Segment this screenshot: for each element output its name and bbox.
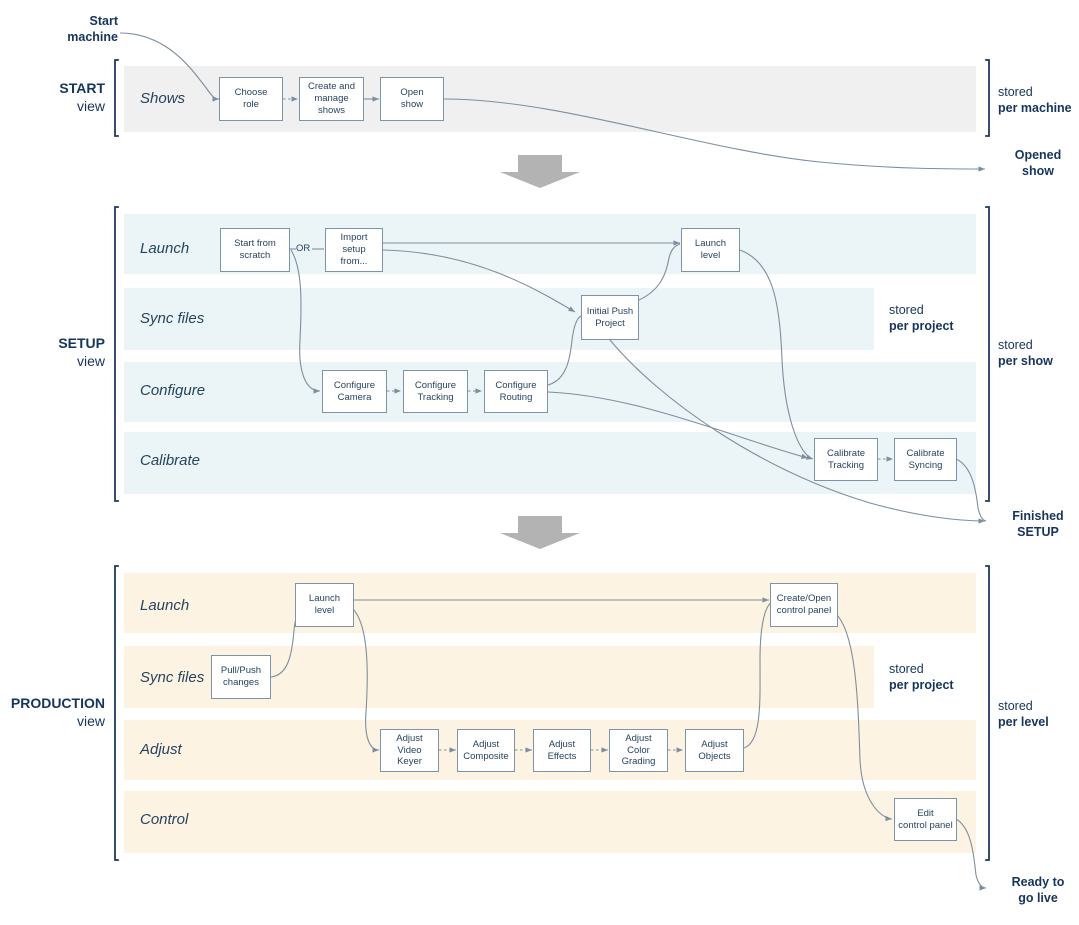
lane-label-shows: Shows — [140, 90, 186, 107]
chevron-start-to-setup — [500, 155, 580, 188]
lane-setup-configure — [124, 362, 976, 422]
bracket-stored-per-level — [985, 565, 990, 861]
lane-label-production-adjust: Adjust — [140, 741, 182, 758]
note-stored-per-level: stored per level — [998, 698, 1049, 731]
edge-launch-level-to-calibrate-tracking — [739, 249, 814, 460]
lane-label-setup-configure: Configure — [140, 382, 206, 399]
note-production-stored-per-project: stored per project — [889, 661, 954, 694]
stage-name-setup: SETUP — [58, 335, 105, 351]
note-line-2: per show — [998, 354, 1053, 369]
note-stored-per-show: stored per show — [998, 337, 1053, 370]
note-line-2: per machine — [998, 101, 1072, 116]
note-line-1: stored — [998, 338, 1033, 352]
lane-label-setup-sync-files: Sync files — [140, 310, 205, 327]
edge-create-open-panel-to-edit-panel — [833, 611, 893, 822]
callout-line-2: go live — [1018, 890, 1058, 905]
lane-production-control — [124, 791, 976, 853]
stage-title-production: PRODUCTION view — [0, 695, 105, 730]
stage-name-production: PRODUCTION — [10, 695, 105, 711]
note-stored-per-machine: stored per machine — [998, 84, 1072, 117]
callout-start-machine: Start machine — [0, 14, 118, 45]
note-line-2: per project — [889, 678, 954, 693]
lane-label-production-launch: Launch — [140, 597, 190, 614]
note-line-1: stored — [889, 662, 924, 676]
stage-view-production: view — [76, 712, 105, 729]
note-line-1: stored — [998, 85, 1033, 99]
chevron-setup-to-production — [500, 516, 580, 549]
stage-title-setup: SETUP view — [0, 335, 105, 370]
callout-line-2: show — [1022, 163, 1054, 178]
stage-title-start: START view — [0, 80, 105, 115]
callout-finished-setup: Finished SETUP — [997, 509, 1079, 540]
callout-ready-to-go-live: Ready to go live — [997, 875, 1079, 906]
bracket-start-view — [114, 59, 119, 137]
stage-name-start: START — [59, 80, 105, 96]
connector-label-or: OR — [296, 243, 311, 254]
lane-setup-sync-files — [124, 288, 874, 350]
bracket-stored-per-machine — [985, 59, 990, 137]
note-line-2: per level — [998, 715, 1049, 730]
lane-production-launch — [124, 573, 976, 633]
note-setup-stored-per-project: stored per project — [889, 302, 954, 335]
note-line-2: per project — [889, 319, 954, 334]
callout-opened-show: Opened show — [997, 148, 1079, 179]
lane-label-production-sync-files: Sync files — [140, 669, 205, 686]
lane-label-production-control: Control — [140, 811, 189, 828]
bracket-setup-view — [114, 206, 119, 502]
note-line-1: stored — [998, 699, 1033, 713]
callout-line-2: machine — [67, 29, 118, 44]
callout-line-1: Ready to — [1011, 875, 1065, 889]
lane-label-setup-calibrate: Calibrate — [140, 452, 201, 469]
callout-line-1: Start — [89, 14, 118, 28]
lane-label-setup-launch: Launch — [140, 240, 190, 257]
bracket-stored-per-show — [985, 206, 990, 502]
callout-line-2: SETUP — [1017, 524, 1059, 539]
callout-line-1: Finished — [1012, 509, 1064, 523]
stage-view-setup: view — [76, 352, 105, 369]
bracket-production-view — [114, 565, 119, 861]
note-line-1: stored — [889, 303, 924, 317]
callout-line-1: Opened — [1014, 148, 1062, 162]
stage-view-start: view — [76, 97, 105, 114]
